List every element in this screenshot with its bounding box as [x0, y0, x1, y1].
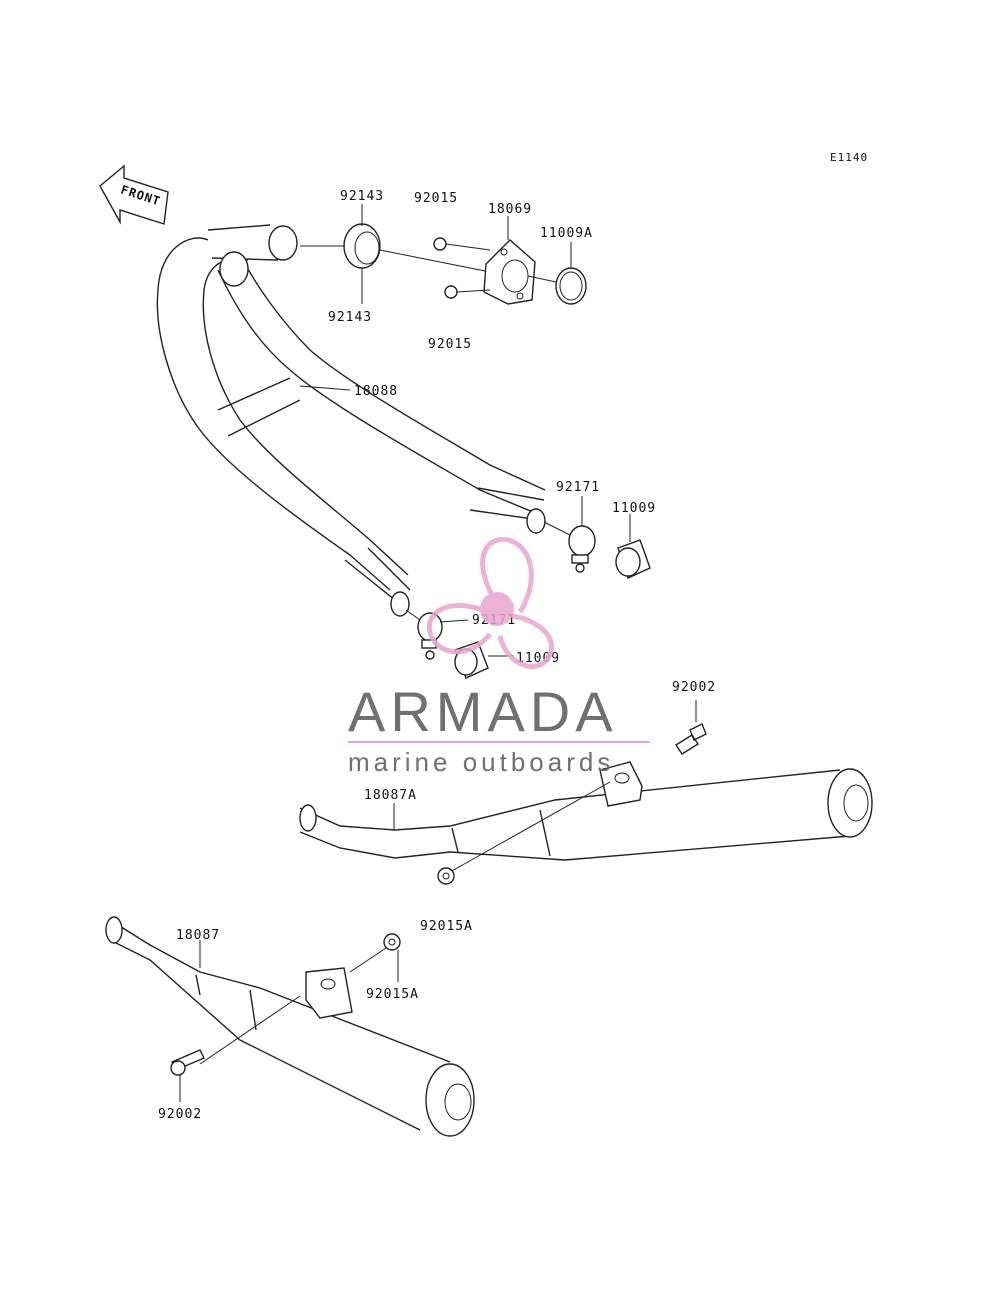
armada-propeller-logo	[426, 536, 555, 669]
label-92015A-lower: 92015A	[366, 987, 419, 1002]
gasket-11009-left	[454, 641, 489, 679]
label-11009A: 11009A	[540, 226, 593, 241]
muffler-18087	[105, 916, 475, 1137]
label-92171-right: 92171	[556, 480, 600, 495]
bolt-92002-upper	[675, 700, 707, 755]
label-18069: 18069	[488, 202, 532, 217]
nut-92015A-lower	[383, 933, 401, 982]
gasket-92143	[300, 223, 491, 273]
label-18088: 18088	[354, 384, 398, 399]
muffler-18087A	[299, 761, 873, 873]
watermark-tagline: marine outboards	[348, 747, 614, 777]
label-18087: 18087	[176, 928, 220, 943]
watermark-brand: ARMADA	[348, 680, 618, 743]
flange-18069	[483, 239, 536, 305]
bolt-92002-lower	[170, 1049, 205, 1102]
clamp-92171-right	[543, 521, 596, 573]
gasket-11009A	[527, 267, 587, 305]
label-18087A: 18087A	[364, 788, 417, 803]
nut-92015A-upper	[437, 867, 455, 885]
label-11009-right: 11009	[612, 501, 656, 516]
label-92143-top: 92143	[340, 189, 384, 204]
label-92002-upper: 92002	[672, 680, 716, 695]
leader-lines	[199, 204, 631, 968]
label-92015-top: 92015	[414, 191, 458, 206]
label-92015A-upper: 92015A	[420, 919, 473, 934]
header-pipe-18088	[156, 224, 546, 617]
gasket-11009-right	[615, 539, 651, 579]
nut-92015	[433, 237, 491, 299]
diagram-code: E1140	[830, 151, 868, 164]
label-92143-bottom: 92143	[328, 310, 372, 325]
clamp-92171-left	[405, 609, 443, 660]
label-92002-lower: 92002	[158, 1107, 202, 1122]
front-arrow-icon: FRONT	[99, 164, 169, 225]
label-92015-bottom: 92015	[428, 337, 472, 352]
